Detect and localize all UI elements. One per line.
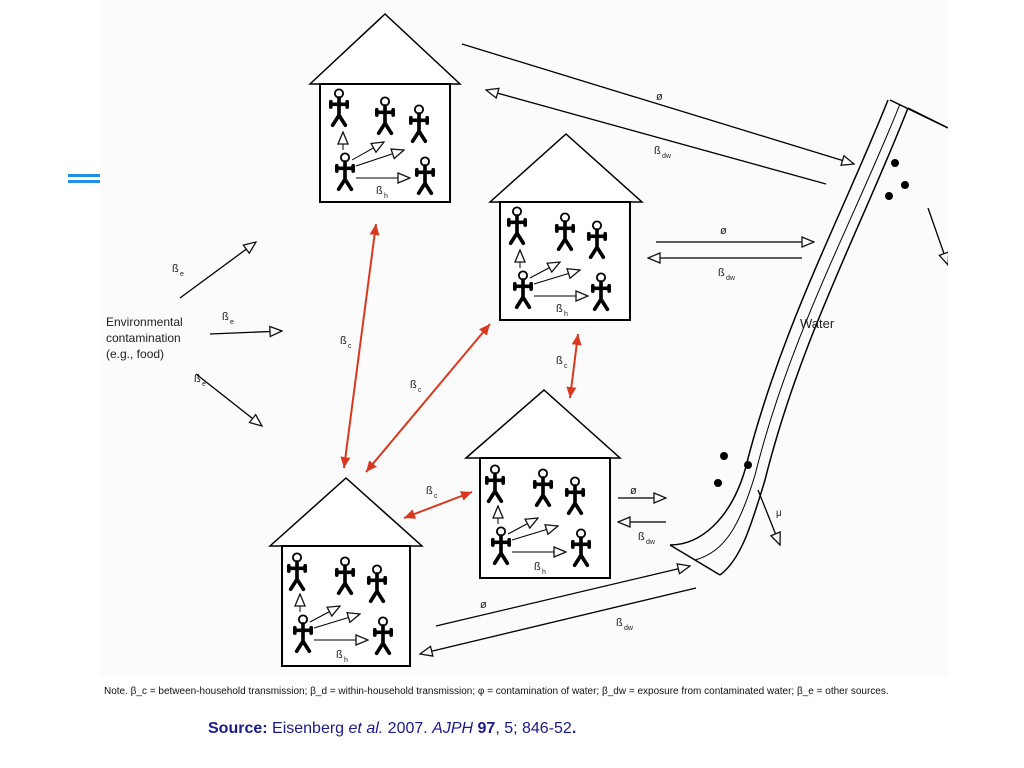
svg-text:ß: ß xyxy=(556,355,563,367)
svg-text:ß: ß xyxy=(426,485,433,497)
between-household-arrows xyxy=(340,223,582,519)
svg-text:e: e xyxy=(202,381,206,388)
household-4 xyxy=(268,476,424,667)
svg-text:e: e xyxy=(180,271,184,278)
svg-text:ß: ß xyxy=(556,303,563,315)
env-label-line1: Environmental xyxy=(106,315,183,329)
source-label: Source: xyxy=(208,720,268,737)
svg-text:ß: ß xyxy=(654,145,661,157)
household-1 xyxy=(308,12,462,203)
svg-text:ß: ß xyxy=(718,267,725,279)
figure-note: Note. β_c = between-household transmissi… xyxy=(104,686,889,697)
env-label-line3: (e.g., food) xyxy=(106,347,164,361)
mu-label: μ xyxy=(776,508,782,519)
source-pages: , 5; 846-52 xyxy=(495,720,572,737)
svg-text:dw: dw xyxy=(624,625,634,632)
pathogen-dot xyxy=(714,479,722,487)
svg-text:c: c xyxy=(348,343,352,350)
svg-text:ß: ß xyxy=(222,311,229,323)
svg-text:c: c xyxy=(418,387,422,394)
svg-text:h: h xyxy=(542,569,546,576)
svg-text:c: c xyxy=(564,363,568,370)
slide-accent-bar xyxy=(68,174,102,183)
pathogen-dot xyxy=(720,452,728,460)
source-year: 2007. xyxy=(387,720,428,737)
phi-label-4: ø xyxy=(480,599,487,611)
svg-text:ß: ß xyxy=(410,379,417,391)
source-end: . xyxy=(571,720,577,737)
water-arrows xyxy=(420,43,854,654)
pathogen-dot xyxy=(901,181,909,189)
water-river xyxy=(669,99,948,576)
phi-label-1: ø xyxy=(656,91,663,103)
svg-text:e: e xyxy=(230,319,234,326)
pathogen-dot xyxy=(885,192,893,200)
svg-text:h: h xyxy=(564,311,568,318)
svg-text:dw: dw xyxy=(662,153,672,160)
svg-text:dw: dw xyxy=(726,275,736,282)
svg-text:ß: ß xyxy=(534,561,541,573)
pathogen-dot xyxy=(891,159,899,167)
phi-label-2: ø xyxy=(720,225,727,237)
svg-text:h: h xyxy=(344,657,348,664)
svg-text:ß: ß xyxy=(172,263,179,275)
svg-text:ß: ß xyxy=(376,185,383,197)
diagram-svg: Water μ xyxy=(106,12,948,667)
svg-text:ß: ß xyxy=(340,335,347,347)
svg-text:ß: ß xyxy=(638,531,645,543)
environmental-arrows xyxy=(179,242,282,426)
svg-text:ß: ß xyxy=(336,649,343,661)
pathogen-dot xyxy=(744,461,752,469)
source-citation: Source: Eisenberg et al. 2007. AJPH 97, … xyxy=(208,720,576,738)
source-author: Eisenberg xyxy=(272,720,345,737)
source-volume: 97 xyxy=(477,720,496,737)
svg-text:h: h xyxy=(384,193,388,200)
household-3 xyxy=(463,388,622,579)
svg-text:ß: ß xyxy=(194,373,201,385)
env-label-line2: contamination xyxy=(106,331,181,345)
phi-label-3: ø xyxy=(630,485,637,497)
svg-text:c: c xyxy=(434,493,438,500)
household-2 xyxy=(488,132,644,321)
svg-text:dw: dw xyxy=(646,539,656,546)
svg-text:ß: ß xyxy=(616,617,623,629)
water-label: Water xyxy=(800,316,835,331)
source-etal: et al. xyxy=(348,720,384,737)
source-journal: AJPH xyxy=(432,720,474,737)
transmission-diagram: Water μ xyxy=(100,0,948,676)
